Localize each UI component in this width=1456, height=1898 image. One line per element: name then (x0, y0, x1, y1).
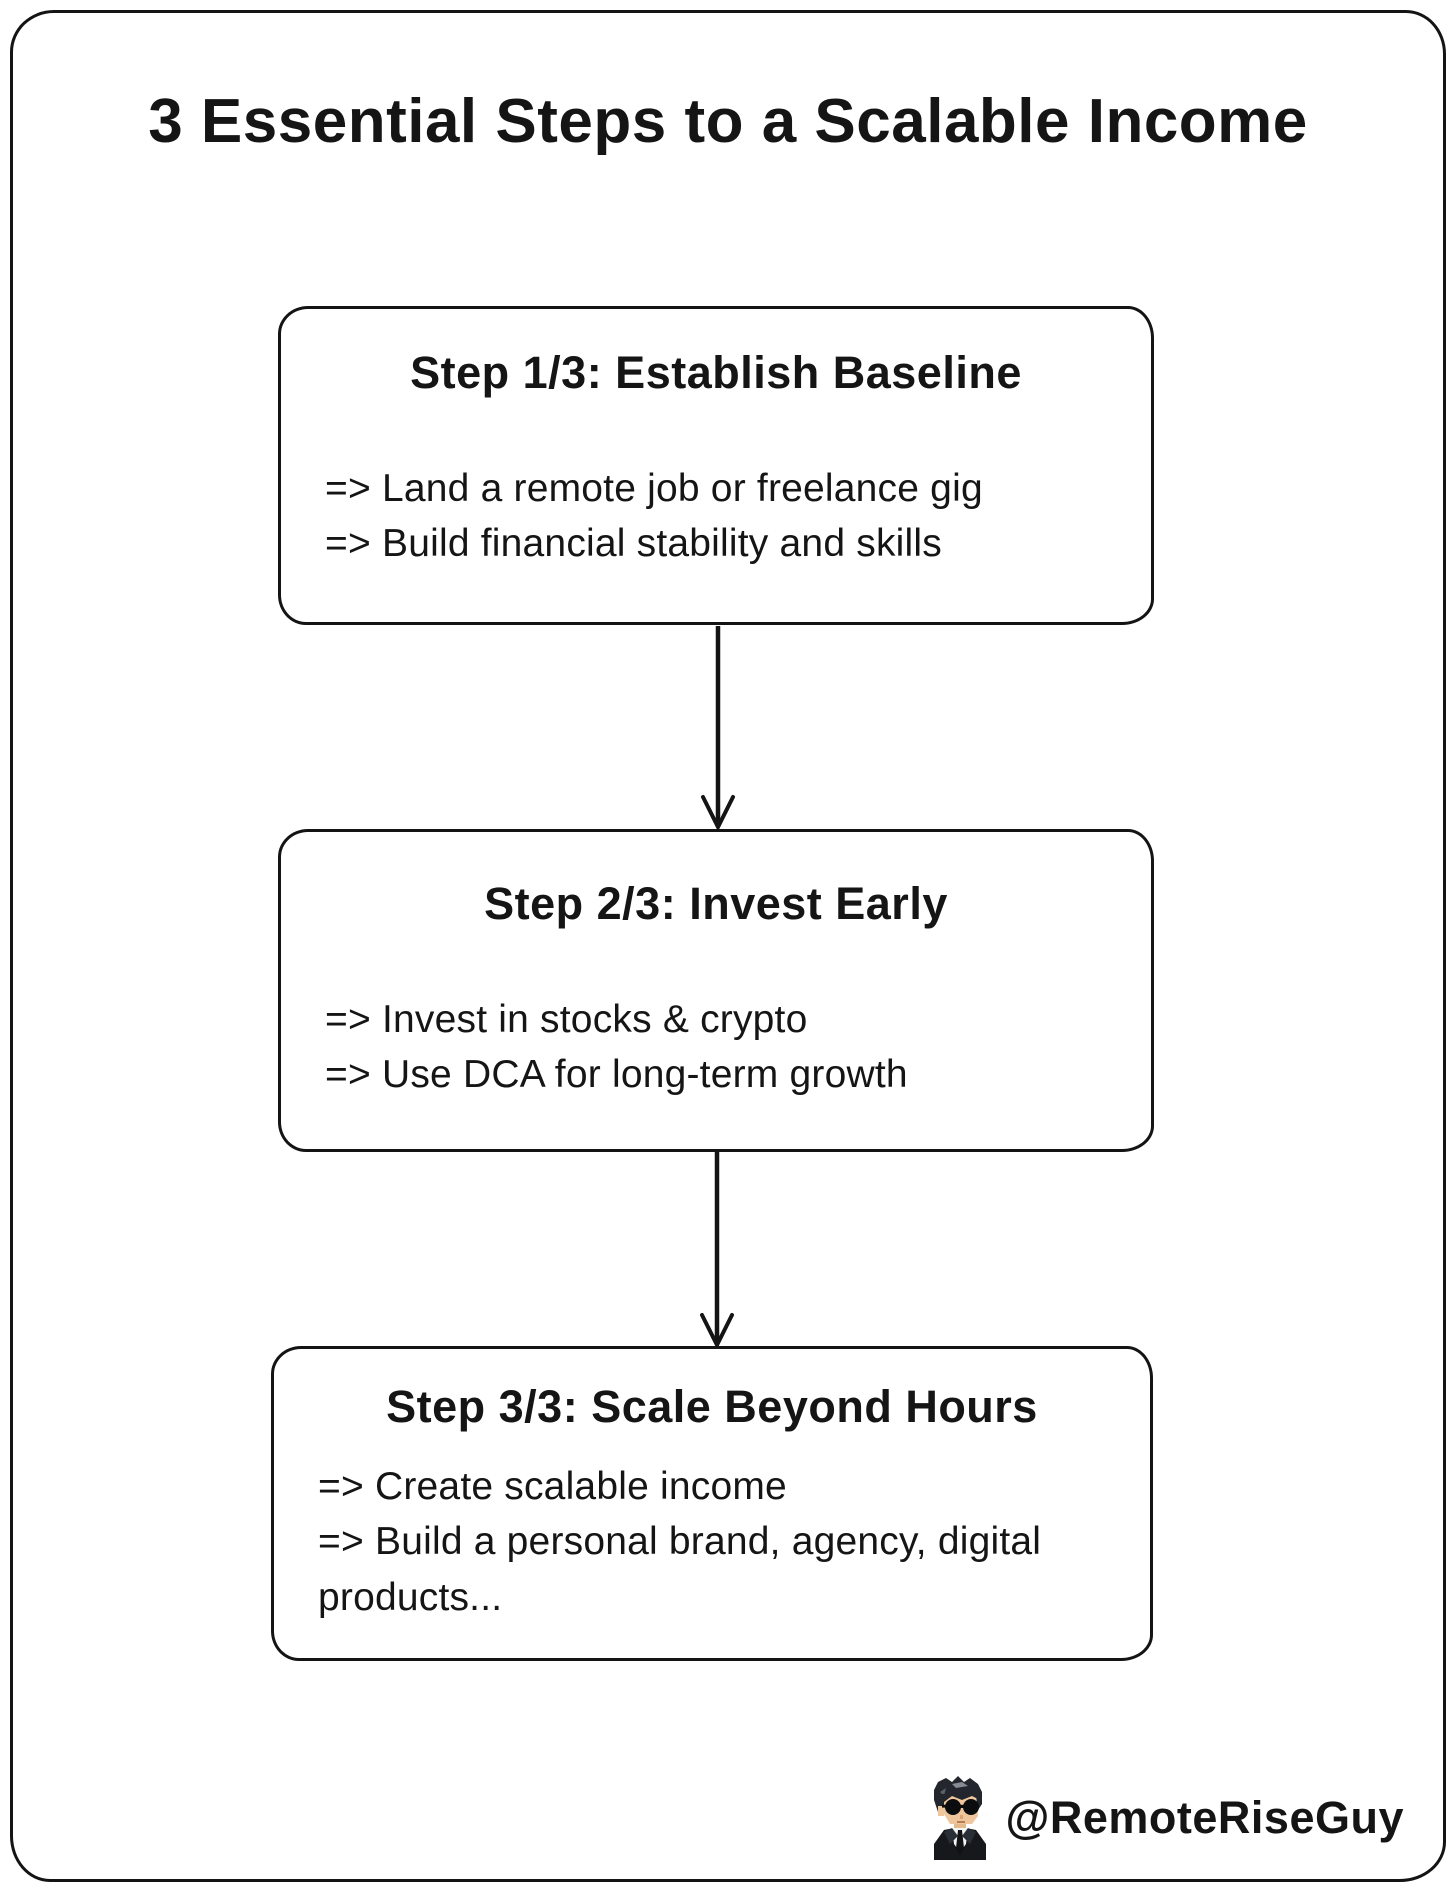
arrow-step2-to-step3-icon (700, 1151, 734, 1350)
step-2-bullet-2: => Use DCA for long-term growth (325, 1053, 908, 1097)
step-1-box: Step 1/3: Establish Baseline => Land a r… (278, 306, 1154, 625)
page-title: 3 Essential Steps to a Scalable Income (148, 87, 1308, 156)
step-1-bullet-1: => Land a remote job or freelance gig (325, 467, 983, 510)
step-1-bullet-2: => Build financial stability and skills (325, 522, 942, 566)
step-1-bullets: => Land a remote job or freelance gig =>… (281, 461, 1151, 572)
step-1-heading: Step 1/3: Establish Baseline (410, 347, 1022, 398)
step-2-bullets: => Invest in stocks & crypto => Use DCA … (281, 992, 1151, 1103)
arrow-step1-to-step2-icon (701, 626, 735, 832)
step-3-bullet-2: => Build a personal brand, agency, digit… (318, 1520, 1042, 1619)
step-2-heading: Step 2/3: Invest Early (484, 878, 948, 929)
step-3-heading: Step 3/3: Scale Beyond Hours (386, 1381, 1038, 1432)
step-3-bullets: => Create scalable income => Build a per… (274, 1459, 1150, 1625)
step-3-box: Step 3/3: Scale Beyond Hours => Create s… (271, 1346, 1153, 1661)
pixel-art-man-sunglasses-suit-icon (933, 1776, 986, 1860)
attribution: @RemoteRiseGuy (928, 1776, 1405, 1860)
author-handle: @RemoteRiseGuy (1005, 1792, 1404, 1843)
step-2-bullet-1: => Invest in stocks & crypto (325, 998, 808, 1041)
step-2-box: Step 2/3: Invest Early => Invest in stoc… (278, 829, 1154, 1152)
step-3-bullet-1: => Create scalable income (318, 1465, 787, 1508)
